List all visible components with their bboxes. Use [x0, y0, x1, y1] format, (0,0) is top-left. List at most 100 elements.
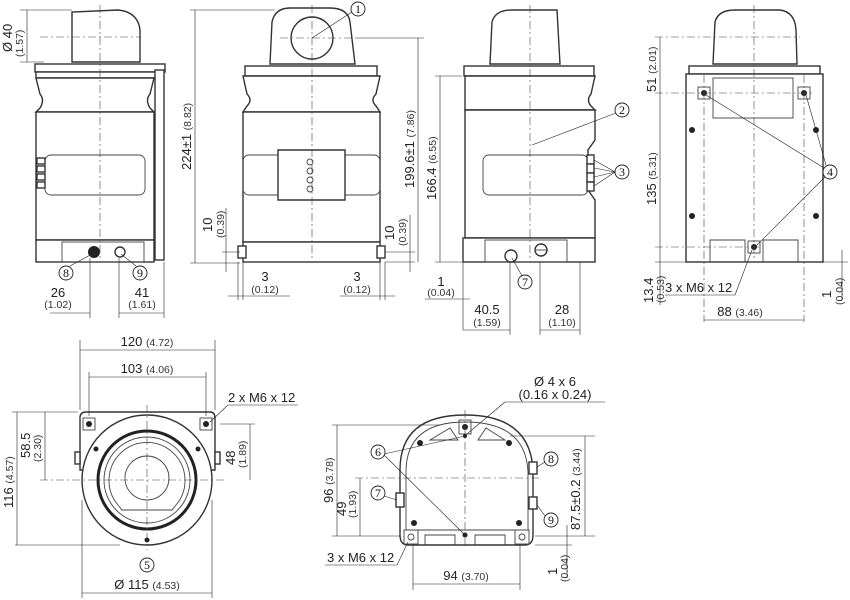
thread-label: 3 x M6 x 12	[665, 280, 732, 295]
connector-8	[528, 461, 538, 475]
dim-49: 49	[334, 502, 349, 516]
dim-87-5: 87.5±0.2 (3.44)	[568, 448, 583, 530]
screw-holes	[689, 127, 819, 219]
callout-1	[350, 1, 366, 17]
dim-49-inch: (1.93)	[347, 491, 359, 518]
bracket	[712, 77, 794, 119]
callout-9	[543, 512, 559, 528]
dim-26-inch: (1.02)	[44, 299, 71, 311]
dim-166-4: 166.4 (6.55)	[424, 136, 439, 200]
svg-text:3: 3	[619, 165, 625, 179]
callout-8	[58, 265, 74, 281]
top-view: 120 (4.72) 103 (4.06) 2 x M6 x 12 116 (4…	[1, 334, 298, 598]
dim-10-right: 10	[382, 226, 397, 240]
dim-28-inch: (1.10)	[548, 317, 575, 329]
dim-224: 224±1 (8.82)	[179, 103, 194, 170]
side-plate	[154, 69, 165, 261]
bottom-view: Ø 4 x 6 (0.16 x 0.24) 96 (3.78) 49 (1.93…	[321, 374, 605, 590]
pin-label-inch: (0.16 x 0.24)	[519, 387, 592, 402]
dim-1-bottom-inch: (0.04)	[559, 555, 571, 582]
top-flange	[463, 65, 595, 77]
top-flange	[244, 65, 378, 77]
svg-text:8: 8	[63, 266, 69, 280]
svg-text:6: 6	[375, 445, 381, 459]
dim-48-inch: (1.89)	[237, 441, 249, 468]
dim-10-right-inch: (0.39)	[397, 219, 409, 246]
status-leds	[306, 158, 314, 193]
callout-8	[543, 451, 559, 467]
base	[462, 237, 596, 263]
dim-dia40: Ø 40	[0, 24, 15, 52]
thread-label: 3 x M6 x 12	[327, 550, 394, 565]
display-panel	[277, 149, 346, 201]
connector-9	[114, 246, 126, 258]
dim-3-left: 3	[261, 269, 268, 284]
dim-40-5: 40.5	[474, 302, 499, 317]
pin-label: Ø 4 x 6	[534, 374, 576, 389]
dim-3-right-inch: (0.12)	[343, 284, 370, 296]
dim-13-4: 13.4	[641, 278, 656, 303]
housing-bottom	[399, 414, 534, 546]
housing-body	[35, 111, 155, 241]
svg-text:7: 7	[522, 275, 528, 289]
rear-view: 51 (2.01) 135 (5.31) 13.4 (0.53) 3 x M6 …	[641, 5, 848, 322]
dim-1-rear: 1	[819, 291, 834, 298]
dim-58-5: 58.5	[18, 433, 33, 458]
dim-1-rear-inch: (0.04)	[834, 278, 846, 305]
dim-199-6: 199.6±1 (7.86)	[402, 110, 417, 188]
svg-text:9: 9	[548, 513, 554, 527]
svg-text:1: 1	[355, 2, 361, 16]
housing-groove	[241, 75, 382, 113]
dim-26: 26	[51, 285, 65, 300]
side-view-right: 166.4 (6.55) 1 (0.04) 40.5 (1.59) 28 (1.…	[424, 5, 630, 335]
connector-7	[395, 492, 405, 508]
dim-116: 116 (4.57)	[1, 456, 16, 508]
svg-text:2: 2	[619, 103, 625, 117]
housing-groove	[34, 77, 156, 113]
dim-103: 103 (4.06)	[121, 361, 174, 376]
thread-label: 2 x M6 x 12	[228, 390, 295, 405]
dim-3-right: 3	[353, 269, 360, 284]
dim-48: 48	[223, 451, 238, 465]
screw-holes	[411, 434, 522, 538]
svg-text:7: 7	[375, 486, 381, 500]
dim-51: 51 (2.01)	[644, 46, 659, 92]
cable-openings	[428, 427, 507, 441]
dim-dia115: Ø 115 (4.53)	[114, 577, 180, 592]
callout-7	[517, 274, 533, 290]
dim-120: 120 (4.72)	[121, 334, 174, 349]
callout-6	[370, 444, 386, 460]
svg-text:9: 9	[137, 266, 143, 280]
dim-135: 135 (5.31)	[644, 152, 659, 205]
connector-8	[88, 246, 100, 258]
dim-1-bottom: 1	[545, 568, 560, 575]
housing-body	[685, 73, 824, 263]
dim-40-5-inch: (1.59)	[473, 317, 500, 329]
dim-10-left: 10	[200, 218, 215, 232]
front-view: 224±1 (8.82) 10 (0.39) 3 (0.12) 3 (0.12)…	[179, 1, 424, 300]
side-view-left: Ø 40 (1.57) 26 (1.02) 41 (1.61) 8 9	[0, 5, 166, 318]
dim-1-inch: (0.04)	[427, 287, 454, 299]
dim-1: 1	[437, 274, 444, 289]
dim-28: 28	[555, 302, 569, 317]
led-stack	[36, 157, 46, 189]
connector-9	[528, 496, 538, 510]
callout-4	[822, 164, 838, 180]
dim-94: 94 (3.70)	[443, 568, 489, 583]
top-flange	[688, 65, 821, 75]
callout-9	[132, 265, 148, 281]
callout-2	[614, 102, 630, 118]
dim-88: 88 (3.46)	[717, 304, 763, 319]
connector-7	[504, 249, 518, 263]
svg-text:8: 8	[548, 452, 554, 466]
dim-41-inch: (1.61)	[128, 299, 155, 311]
callout-7	[370, 485, 386, 501]
svg-text:4: 4	[827, 165, 833, 179]
scanner-head	[71, 9, 141, 63]
base	[242, 241, 381, 263]
dim-3-left-inch: (0.12)	[251, 284, 278, 296]
dim-10-left-inch: (0.39)	[215, 211, 227, 238]
svg-text:5: 5	[144, 558, 150, 572]
scanner-window	[108, 441, 186, 511]
